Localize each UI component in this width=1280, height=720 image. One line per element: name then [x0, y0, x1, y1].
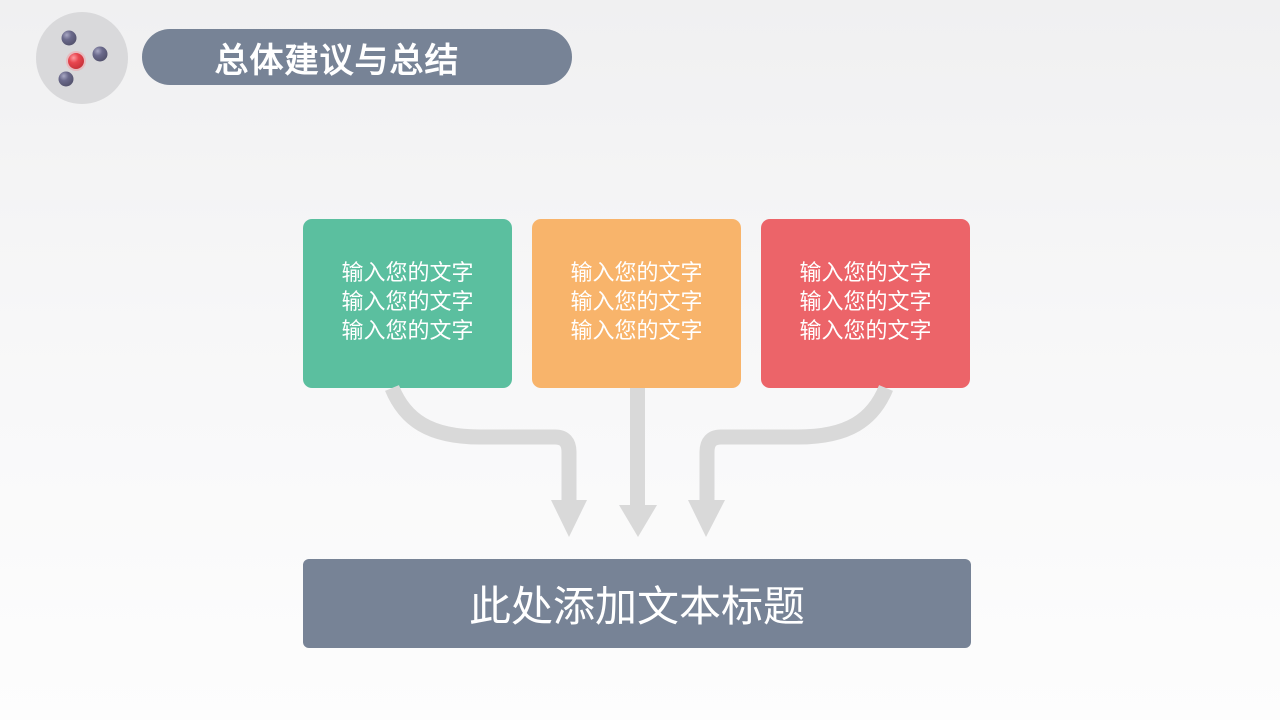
- molecule-icon: [58, 30, 108, 87]
- summary-title: 此处添加文本标题: [468, 582, 805, 631]
- card-text-line: 输入您的文字: [341, 261, 474, 286]
- curved-arrow-down-left-icon: [688, 384, 893, 537]
- summary-title-bar[interactable]: 此处添加文本标题: [303, 559, 971, 648]
- input-card-3[interactable]: 输入您的文字 输入您的文字 输入您的文字: [761, 219, 970, 388]
- input-card-2[interactable]: 输入您的文字 输入您的文字 输入您的文字: [532, 219, 741, 388]
- card-text-line: 输入您的文字: [570, 319, 703, 344]
- card-text-line: 输入您的文字: [570, 261, 703, 286]
- card-text-line: 输入您的文字: [341, 290, 474, 315]
- logo-badge: [36, 12, 128, 104]
- curved-arrow-down-right-icon: [385, 384, 587, 537]
- input-card-1[interactable]: 输入您的文字 输入您的文字 输入您的文字: [303, 219, 512, 388]
- card-text-line: 输入您的文字: [570, 290, 703, 315]
- card-text-line: 输入您的文字: [341, 319, 474, 344]
- card-text-line: 输入您的文字: [799, 261, 932, 286]
- page-title: 总体建议与总结: [214, 40, 460, 81]
- section-title-banner: 总体建议与总结: [142, 29, 572, 85]
- card-text-line: 输入您的文字: [799, 319, 932, 344]
- arrow-down-icon: [619, 388, 657, 537]
- card-text-line: 输入您的文字: [799, 290, 932, 315]
